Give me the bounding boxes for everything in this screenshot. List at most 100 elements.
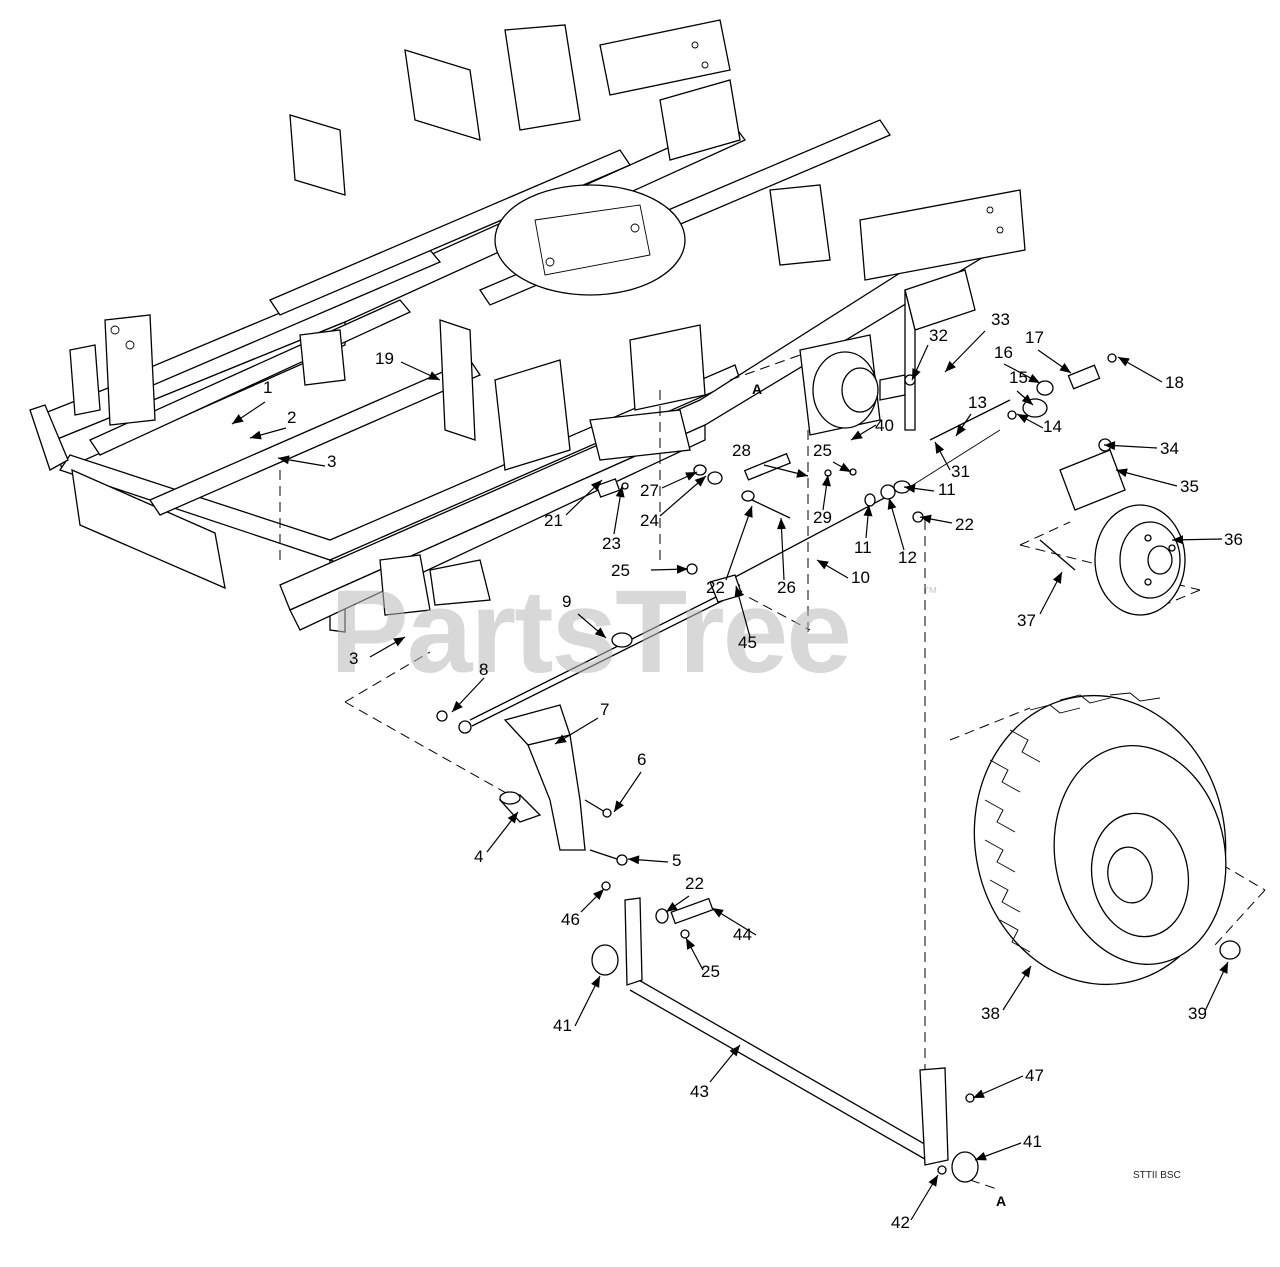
callout-label-41: 41 <box>1023 1132 1042 1151</box>
brake-hub-assembly <box>1039 438 1186 616</box>
callout-arrow-35 <box>1116 468 1128 478</box>
callout-arrow-14 <box>1017 414 1029 424</box>
callout-label-8: 8 <box>479 660 488 679</box>
callout-arrow-4 <box>507 812 518 824</box>
callout-arrow-32 <box>912 368 921 380</box>
callout-arrow-29 <box>821 475 831 487</box>
callout-arrow-27 <box>685 472 697 481</box>
callout-arrow-2 <box>250 430 262 440</box>
brake-linkage <box>436 269 1117 866</box>
callout-leaders <box>231 330 1229 1221</box>
callout-label-14: 14 <box>1043 417 1062 436</box>
callout-arrow-22 <box>666 902 678 912</box>
callout-arrow-17 <box>1059 363 1071 373</box>
callout-label-24: 24 <box>640 511 659 530</box>
callout-arrow-5 <box>628 855 640 865</box>
callout-arrow-41 <box>975 1151 987 1161</box>
callout-label-26: 26 <box>777 578 796 597</box>
callout-label-43: 43 <box>690 1082 709 1101</box>
callout-arrow-9 <box>594 627 606 638</box>
callout-label-25: 25 <box>813 441 832 460</box>
callout-label-28: 28 <box>732 441 751 460</box>
callout-arrow-10 <box>817 560 829 570</box>
callout-arrow-13 <box>956 424 966 436</box>
callout-arrow-6 <box>614 800 624 812</box>
callout-arrow-36 <box>1172 535 1184 545</box>
watermark-trademark: ™ <box>922 585 938 602</box>
callout-arrow-12 <box>887 498 897 510</box>
callout-label-41: 41 <box>553 1016 572 1035</box>
callout-arrow-39 <box>1219 962 1228 974</box>
callout-arrow-18 <box>1118 357 1130 367</box>
callout-label-34: 34 <box>1160 439 1179 458</box>
callout-arrow-40 <box>851 430 863 440</box>
callout-label-9: 9 <box>562 592 571 611</box>
rear-wheel <box>973 692 1241 986</box>
callout-label-45: 45 <box>738 633 757 652</box>
callout-label-10: 10 <box>851 568 870 587</box>
view-marker-bottom: A <box>996 1193 1006 1209</box>
callout-label-12: 12 <box>898 548 917 567</box>
callout-arrow-24 <box>694 476 706 487</box>
callout-arrow-46 <box>593 889 604 900</box>
callout-label-21: 21 <box>544 511 563 530</box>
callout-arrow-33 <box>945 360 956 372</box>
chassis-frame <box>29 19 1026 633</box>
callout-label-2: 2 <box>287 408 296 427</box>
callout-arrow-1 <box>232 414 244 424</box>
callout-arrow-8 <box>452 700 463 712</box>
callout-label-7: 7 <box>600 700 609 719</box>
callout-arrow-26 <box>777 518 787 530</box>
callout-arrow-25 <box>676 564 688 574</box>
callout-arrow-47 <box>973 1089 985 1098</box>
callout-label-11: 11 <box>938 480 956 499</box>
callout-arrow-45 <box>734 586 744 598</box>
callout-arrow-25 <box>686 938 696 950</box>
callout-arrow-37 <box>1052 572 1062 584</box>
callout-label-32: 32 <box>929 326 948 345</box>
callout-arrow-38 <box>1021 966 1031 978</box>
callout-label-42: 42 <box>891 1213 910 1232</box>
callout-arrow-7 <box>555 734 567 744</box>
callout-label-46: 46 <box>561 910 580 929</box>
callout-arrow-42 <box>928 1175 938 1187</box>
callout-label-17: 17 <box>1025 328 1044 347</box>
callout-label-3: 3 <box>327 452 336 471</box>
callout-arrow-28 <box>796 468 808 478</box>
callout-label-27: 27 <box>640 481 659 500</box>
callout-label-19: 19 <box>375 349 394 368</box>
callout-arrow-41 <box>591 976 600 988</box>
callout-arrow-11 <box>863 505 873 517</box>
callout-label-36: 36 <box>1224 530 1243 549</box>
callout-label-1: 1 <box>263 378 272 397</box>
callout-label-40: 40 <box>875 416 894 435</box>
callout-arrow-44 <box>712 908 724 918</box>
callout-arrow-34 <box>1104 441 1116 451</box>
callout-label-15: 15 <box>1009 368 1028 387</box>
watermark-text: PartsTree <box>330 566 850 698</box>
callout-label-22: 22 <box>955 515 974 534</box>
callout-label-4: 4 <box>474 847 483 866</box>
callout-label-11: 11 <box>854 538 872 557</box>
callout-leader-22 <box>725 505 753 581</box>
callout-label-29: 29 <box>813 508 832 527</box>
callout-arrow-43 <box>729 1045 740 1057</box>
callout-arrow-31 <box>935 442 945 454</box>
view-marker-top: A <box>752 381 762 397</box>
callout-label-22: 22 <box>685 874 704 893</box>
callout-arrow-22 <box>920 514 932 524</box>
callout-label-3: 3 <box>349 649 358 668</box>
callout-arrow-21 <box>590 480 602 491</box>
callout-label-23: 23 <box>602 534 621 553</box>
callout-label-16: 16 <box>994 343 1013 362</box>
callout-label-18: 18 <box>1165 373 1184 392</box>
callout-label-44: 44 <box>733 925 752 944</box>
callout-label-38: 38 <box>981 1004 1000 1023</box>
callout-label-31: 31 <box>951 462 970 481</box>
callout-arrow-11 <box>904 483 916 493</box>
callout-label-25: 25 <box>611 561 630 580</box>
callout-label-47: 47 <box>1025 1066 1044 1085</box>
